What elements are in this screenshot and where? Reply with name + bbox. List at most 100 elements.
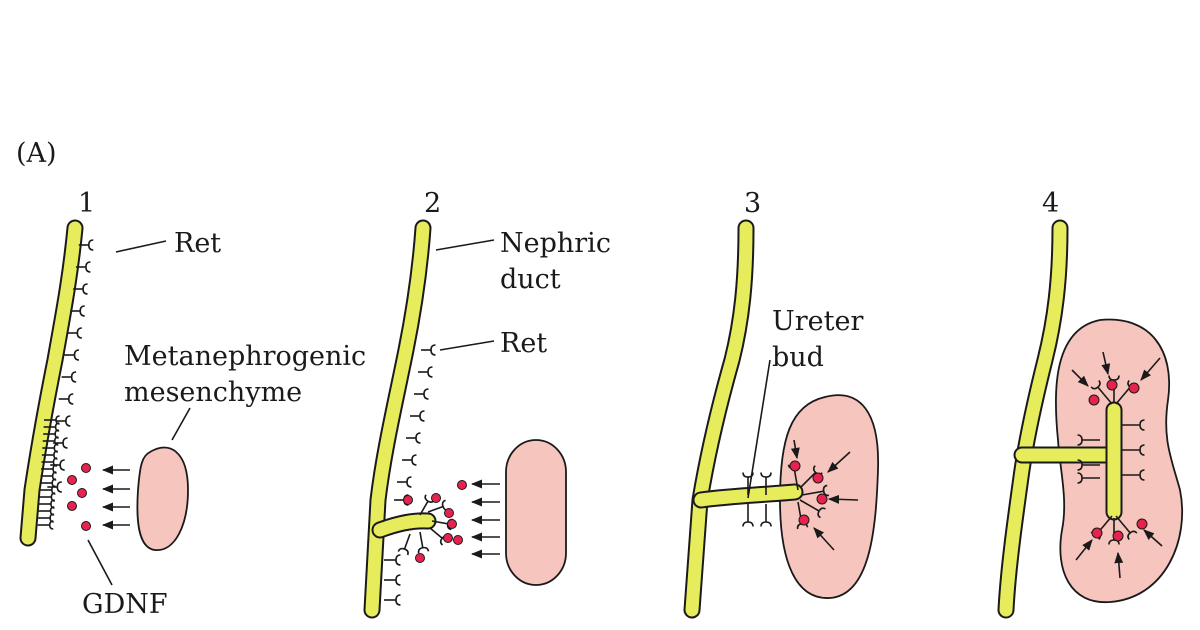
gdnf-dot (447, 519, 457, 529)
nephric-duct-1 (21, 221, 82, 545)
ret-receptor (1122, 469, 1145, 481)
panel-4 (997, 219, 1184, 619)
ret-receptor (1077, 472, 1100, 484)
ret-receptor (61, 371, 77, 383)
gdnf-dots-1 (67, 463, 91, 531)
nephric-duct-4 (999, 221, 1067, 617)
gdnf-dots-2 (403, 480, 467, 563)
gdnf-dot (812, 472, 824, 484)
gdnf-label: GDNF (82, 589, 168, 620)
ret-receptor (742, 472, 754, 495)
panel-number-1: 1 (78, 188, 95, 219)
panel-label: (A) (16, 138, 57, 169)
panel-number-4: 4 (1042, 188, 1059, 219)
ret-receptor (414, 388, 429, 400)
panel-3: Ureter bud (683, 219, 879, 619)
nephric-duct-2 (365, 221, 430, 617)
gdnf-dots-3 (789, 460, 828, 526)
gdnf-dot (444, 508, 454, 518)
ret-receptors-1 (37, 239, 94, 530)
gdnf-dot (1106, 379, 1118, 391)
duct-label-line1: Nephric (500, 228, 611, 259)
ret-receptor (801, 484, 830, 497)
ureter-bud-3 (694, 485, 802, 507)
ret-receptor (1090, 379, 1113, 405)
gdnf-dot (789, 460, 801, 472)
ret-receptor (742, 504, 754, 527)
duct-label-line2: duct (500, 264, 561, 295)
gdnf-dot (81, 521, 91, 531)
ret-receptor (384, 594, 401, 606)
gdnf-dot (67, 475, 77, 485)
gdnf-dot (77, 488, 87, 498)
ret-receptor (402, 454, 417, 466)
ret-receptor (64, 349, 80, 361)
gdnf-dot (453, 535, 463, 545)
ret-receptor (1122, 419, 1145, 431)
gdnf-dot (1112, 530, 1124, 542)
ret-receptor (75, 261, 91, 273)
gdnf-dot (67, 501, 77, 511)
ret-leader-2 (439, 340, 495, 351)
metanephrogenic-mesenchyme-2 (505, 439, 567, 586)
gdnf-dot (81, 463, 91, 473)
ret-receptor (58, 393, 74, 405)
ret-receptor (760, 504, 772, 527)
mesenchyme-label-line1: Metanephrogenic (124, 341, 366, 372)
gdnf-dot (1088, 394, 1100, 406)
ret-receptor (55, 415, 71, 427)
gdnf-dot (1128, 382, 1140, 394)
ret-label-2: Ret (500, 328, 547, 359)
ret-receptors-3 (742, 462, 830, 530)
ret-receptor (397, 533, 411, 556)
ret-receptor (78, 239, 94, 251)
panel-number-2: 2 (424, 188, 441, 219)
gdnf-dot (1091, 527, 1103, 539)
ret-receptor (73, 283, 88, 295)
gdnf-dot (1136, 518, 1148, 530)
ret-receptor (1122, 444, 1145, 456)
nephric-duct-3 (685, 221, 753, 617)
ret-receptor (406, 432, 421, 444)
bud-label-line1: Ureter (772, 306, 863, 337)
ret-receptor (67, 327, 82, 339)
ret-receptor (384, 574, 401, 586)
gdnf-dot (443, 533, 453, 543)
ureter-bud-2 (373, 514, 435, 537)
gdnf-dot (403, 495, 413, 505)
gdnf-dot (431, 493, 441, 503)
ret-receptor (760, 472, 772, 495)
signal-arrows-2 (470, 479, 500, 559)
ret-receptor (417, 531, 430, 554)
signal-arrows-3 (790, 439, 859, 551)
ret-receptor (1115, 515, 1138, 541)
gdnf-leader (87, 539, 113, 586)
panel-1: Ret Metanephrogenic mesenchyme GDNF (19, 219, 366, 620)
mesenchyme-leader (171, 407, 191, 441)
mesenchyme-label-line2: mesenchyme (124, 377, 302, 408)
ret-receptor (418, 366, 433, 378)
ret-receptor (70, 305, 85, 317)
gdnf-dot (798, 514, 810, 526)
signal-arrows-4 (1071, 351, 1163, 579)
panel-2: Nephric duct Ret (363, 219, 611, 619)
gdnf-dot (816, 493, 828, 505)
duct-leader (435, 239, 495, 251)
ret-receptor (37, 520, 54, 530)
ret-receptor (384, 554, 401, 566)
gdnf-dot (457, 480, 467, 490)
ret-receptor (410, 410, 425, 422)
ret-label-1: Ret (174, 228, 221, 259)
gdnf-dot (415, 553, 425, 563)
gdnf-dots-4 (1088, 379, 1148, 542)
metanephrogenic-mesenchyme-1 (136, 446, 189, 551)
ret-receptor (1077, 459, 1100, 471)
ret-receptor (397, 476, 412, 488)
panel-number-3: 3 (744, 188, 761, 219)
signal-arrows-1 (101, 465, 130, 530)
ret-receptor (421, 344, 436, 356)
ureter-bud-leader (747, 359, 771, 499)
bud-label-line2: bud (772, 342, 824, 373)
